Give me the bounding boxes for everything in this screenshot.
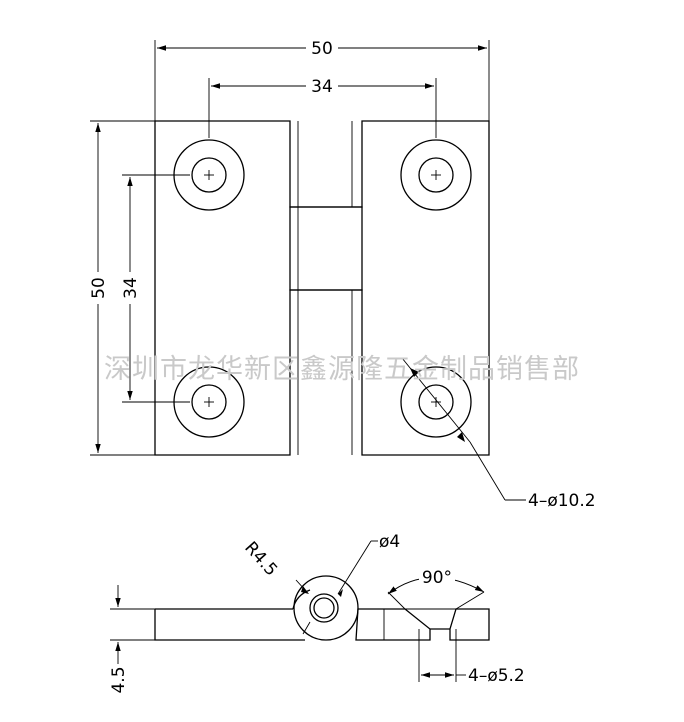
watermark-text: 深圳市龙华新区鑫源隆五金制品销售部 bbox=[104, 354, 580, 385]
dim-label: 50 bbox=[311, 39, 333, 59]
thickness-label: 4.5 bbox=[109, 666, 129, 693]
countersink-angle-dim: 90° bbox=[387, 567, 485, 610]
pin-diameter-callout: ø4 bbox=[302, 532, 400, 635]
pin-diameter-label: ø4 bbox=[379, 532, 400, 552]
dimension-hole-spacing-x: 34 bbox=[208, 75, 437, 138]
hole-callout: 4–ø10.2 bbox=[401, 357, 596, 511]
mounting-hole bbox=[400, 366, 472, 438]
pin-outer bbox=[309, 593, 339, 623]
dimension-width-overall: 50 bbox=[154, 37, 490, 121]
pin-inner bbox=[313, 597, 335, 619]
dimension-through-hole: 4–ø5.2 bbox=[418, 629, 525, 686]
knuckle-outline bbox=[293, 575, 359, 641]
right-leaf-outline bbox=[289, 120, 490, 456]
top-view: 50 34 50 34 bbox=[88, 37, 596, 511]
side-view: 90° R4.5 ø4 4.5 bbox=[109, 532, 525, 694]
left-leaf-outline bbox=[154, 120, 363, 456]
dimension-hole-spacing-y: 34 bbox=[120, 174, 190, 403]
dim-label: 50 bbox=[89, 277, 109, 299]
hole-callout-label: 4–ø10.2 bbox=[528, 491, 596, 511]
dimension-thickness: 4.5 bbox=[109, 585, 155, 694]
dim-label: 34 bbox=[121, 277, 141, 299]
radius-label: R4.5 bbox=[240, 538, 281, 580]
side-right-leaf-section bbox=[449, 608, 490, 641]
dimension-height-overall: 50 bbox=[88, 120, 155, 456]
mounting-hole bbox=[400, 139, 472, 211]
through-hole-label: 4–ø5.2 bbox=[468, 666, 525, 686]
dim-label: 34 bbox=[311, 77, 333, 97]
angle-label: 90° bbox=[422, 568, 452, 588]
radius-callout: R4.5 bbox=[240, 538, 309, 594]
side-left-leaf bbox=[154, 608, 305, 641]
